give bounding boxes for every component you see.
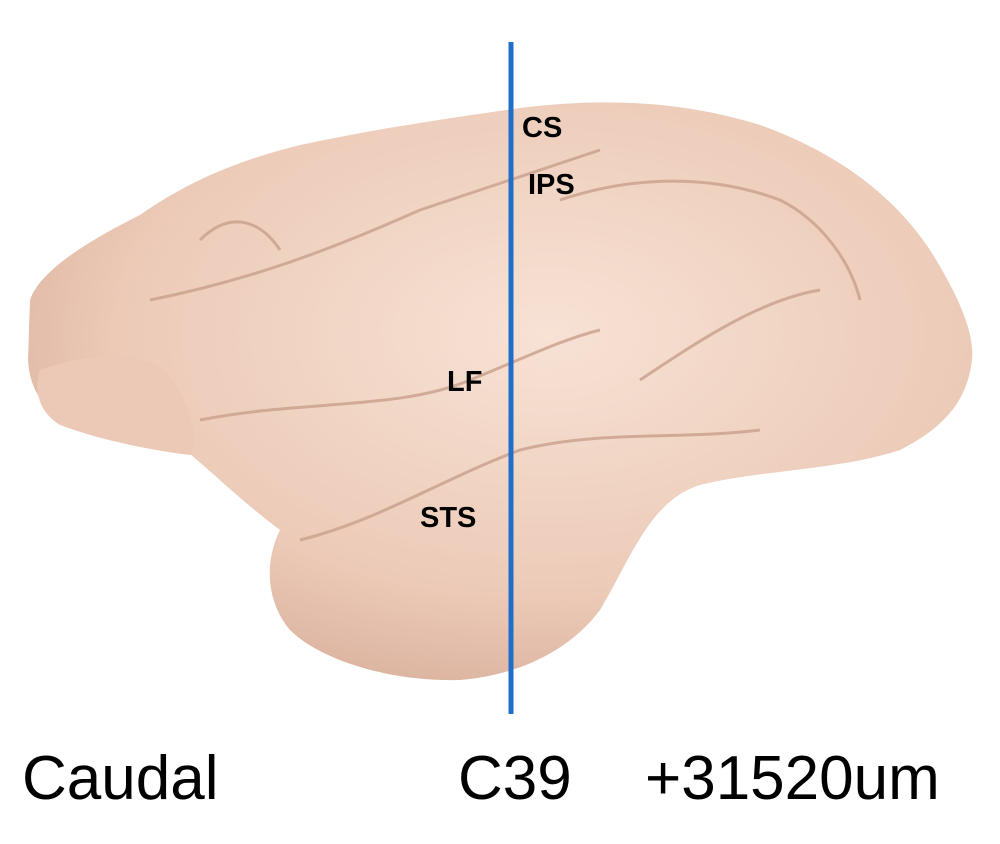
caption-direction: Caudal bbox=[22, 744, 219, 813]
brain-outline bbox=[28, 102, 973, 681]
label-sts: STS bbox=[420, 502, 477, 534]
caption-section: C39 bbox=[458, 744, 572, 813]
label-cs: CS bbox=[522, 112, 563, 144]
caption-offset: +31520um bbox=[645, 744, 940, 813]
cerebellum bbox=[37, 356, 194, 455]
label-lf: LF bbox=[447, 366, 483, 398]
label-ips: IPS bbox=[528, 169, 575, 201]
sulci bbox=[149, 148, 862, 542]
